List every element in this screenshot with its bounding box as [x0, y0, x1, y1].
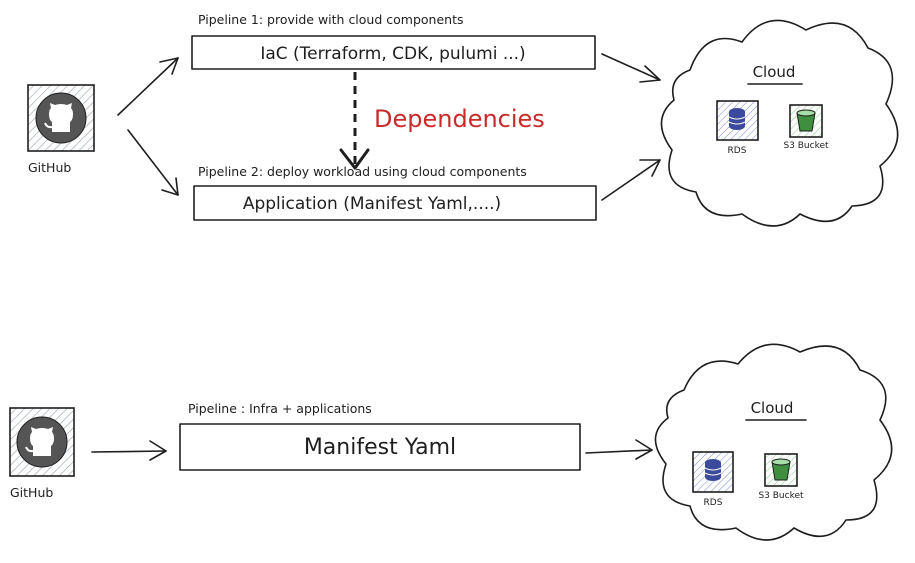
dependencies-label: Dependencies [374, 105, 545, 133]
pipeline1-box [191, 35, 596, 70]
arrow-github-to-pipeline1 [117, 57, 179, 116]
pipeline1-label: Pipeline 1: provide with cloud component… [198, 12, 464, 27]
top-diagram: GitHub Pipeline 1: provide with cloud co… [27, 12, 899, 227]
cloud-shape [660, 19, 899, 227]
arrow-github-to-pipeline2 [127, 129, 179, 196]
pipeline-label: Pipeline : Infra + applications [188, 401, 372, 416]
github-label: GitHub [28, 160, 71, 175]
rds-label: RDS [728, 146, 747, 156]
rds-label: RDS [704, 498, 723, 508]
rds-icon [716, 100, 759, 141]
s3-bucket-label: S3 Bucket [783, 141, 829, 151]
bottom-diagram: GitHub Pipeline : Infra + applications M… [9, 343, 893, 541]
arrow-pipeline-to-cloud [585, 439, 653, 460]
arrow-github-to-pipeline [91, 440, 167, 461]
cloud-title: Cloud [751, 399, 794, 417]
pipeline1-box-text: IaC (Terraform, CDK, pulumi ...) [260, 44, 525, 64]
arrow-pipeline2-to-cloud [601, 159, 661, 201]
pipeline2-box-text: Application (Manifest Yaml,....) [243, 194, 501, 214]
s3-bucket-label: S3 Bucket [758, 491, 804, 501]
pipeline-box-text: Manifest Yaml [304, 435, 456, 460]
s3-bucket-icon [764, 453, 798, 487]
pipeline-box [179, 423, 581, 471]
dependencies-arrow [339, 72, 370, 170]
pipeline2-label: Pipeline 2: deploy workload using cloud … [198, 164, 527, 179]
github-icon [9, 407, 75, 477]
cloud-title: Cloud [753, 63, 796, 81]
github-label: GitHub [10, 485, 53, 500]
s3-bucket-icon [789, 104, 823, 138]
github-icon [27, 84, 95, 152]
arrow-pipeline1-to-cloud [601, 53, 661, 83]
pipeline2-box [193, 185, 597, 221]
cloud-shape [654, 343, 893, 541]
rds-icon [692, 451, 734, 493]
